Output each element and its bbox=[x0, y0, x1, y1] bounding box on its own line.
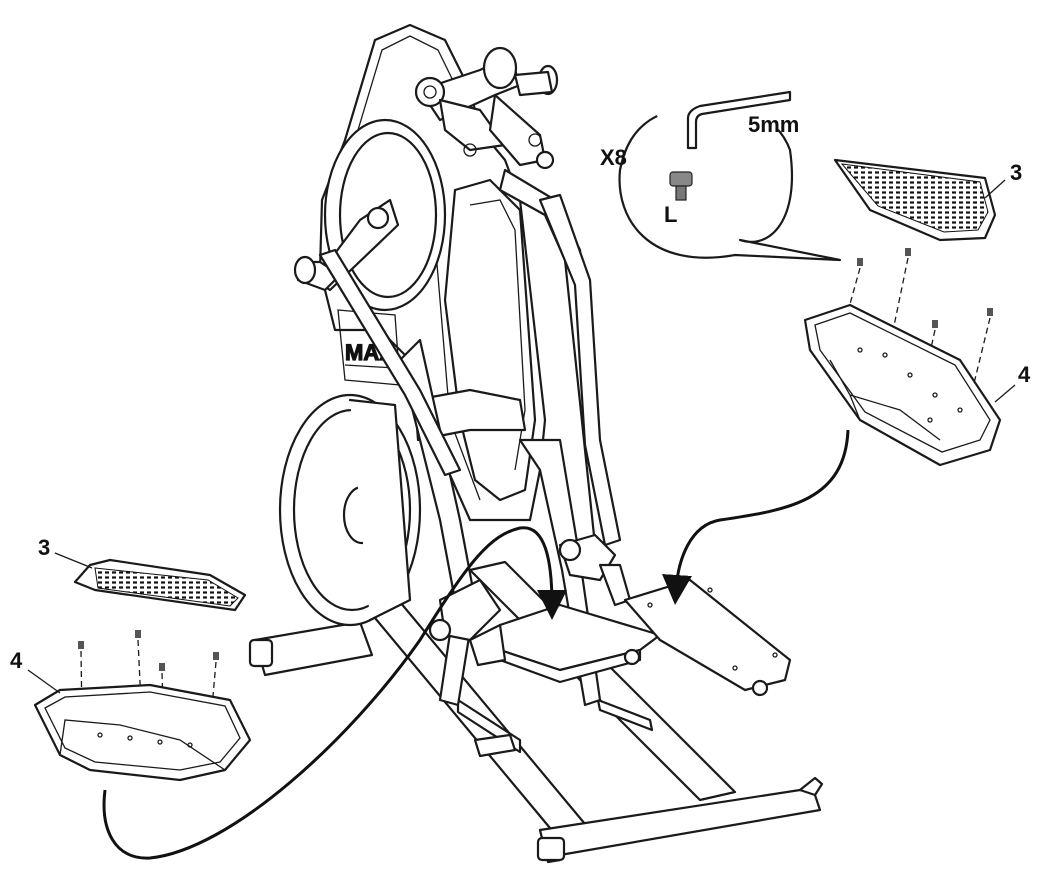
right-pedal-number: 4 bbox=[1018, 362, 1031, 387]
right-pedal-tray bbox=[803, 303, 1002, 467]
left-pedal-number: 4 bbox=[10, 648, 23, 673]
upper-fan-wheel bbox=[293, 118, 447, 312]
right-assembly-arrow bbox=[662, 429, 850, 605]
right-pad-number: 3 bbox=[1010, 160, 1022, 185]
tool-size-label: 5mm bbox=[748, 112, 799, 137]
left-foot-pad bbox=[73, 558, 247, 612]
top-linkage bbox=[414, 46, 559, 170]
left-pedal-leader bbox=[27, 669, 61, 694]
left-pad-number: 3 bbox=[38, 535, 50, 560]
lower-flywheel bbox=[278, 393, 422, 627]
left-pedal-tray bbox=[33, 683, 252, 782]
mounted-pedal-left bbox=[468, 603, 662, 684]
bolt-label: L bbox=[664, 202, 677, 227]
right-pad-leader bbox=[984, 179, 1006, 199]
bolt-icon bbox=[669, 171, 693, 201]
pedal-linkages bbox=[428, 533, 632, 642]
hardware-callout bbox=[618, 90, 842, 262]
right-pedal-leader bbox=[994, 384, 1016, 403]
handlebar-arms bbox=[318, 193, 622, 547]
left-pad-leader bbox=[54, 552, 93, 569]
quantity-label: X8 bbox=[600, 145, 627, 170]
right-foot-pad bbox=[833, 158, 997, 242]
left-assembly-arrow bbox=[102, 526, 567, 860]
